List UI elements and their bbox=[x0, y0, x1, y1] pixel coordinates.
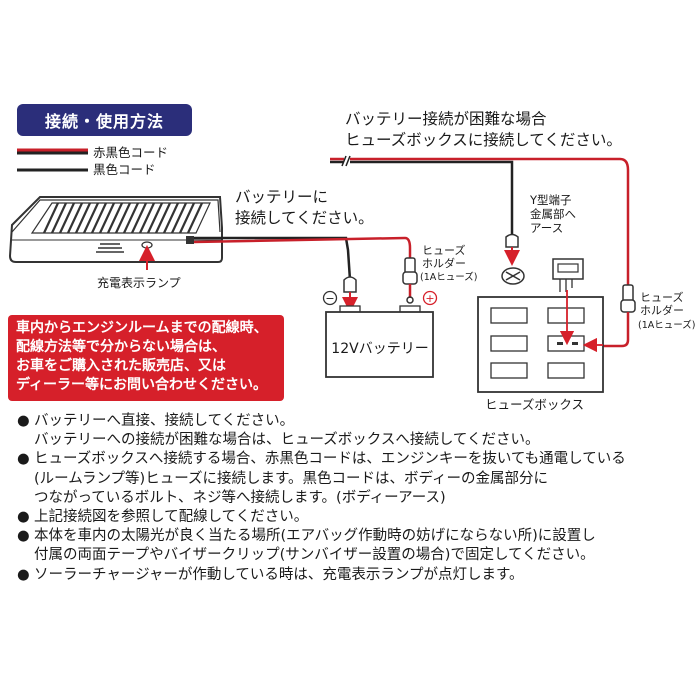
y-terminal-icon bbox=[504, 233, 520, 266]
wiring-notice: 車内からエンジンルームまでの配線時、 配線方法等で分からない場合は、 お車をご購… bbox=[8, 315, 284, 401]
section-title: 接続・使用方法 bbox=[17, 104, 192, 136]
plus-icon bbox=[422, 290, 438, 306]
instruction-text: バッテリーへの接続が困難な場合は、ヒューズボックスへ接続してください。 bbox=[34, 432, 540, 449]
instruction-text: ヒューズボックスへ接続する場合、赤黒色コードは、エンジンキーを抜いても通電してい… bbox=[34, 451, 626, 468]
bullet-icon: ● bbox=[17, 451, 30, 468]
minus-icon bbox=[322, 290, 338, 306]
bullet-icon: ● bbox=[17, 509, 30, 526]
notice-line: ディーラー等にお問い合わせください。 bbox=[16, 377, 268, 393]
instructions-list: ● バッテリーへ直接、接続してください。 バッテリーへの接続が困難な場合は、ヒュ… bbox=[17, 412, 693, 585]
notice-line: 配線方法等で分からない場合は、 bbox=[16, 339, 226, 355]
fuse-holder-right-label-1: ヒューズ bbox=[640, 290, 683, 304]
ground-bolt-icon bbox=[501, 267, 525, 285]
instruction-text: 付属の両面テープやバイザークリップ(サンバイザー設置の場合)で固定してください。 bbox=[34, 547, 595, 564]
legend-black-label: 黒色コード bbox=[93, 162, 156, 177]
instruction-item: ● 上記接続図を参照して配線してください。 bbox=[17, 508, 693, 527]
fuse-holder-left-label-1: ヒューズ bbox=[422, 243, 465, 257]
legend: 赤黒色コード 黒色コード bbox=[17, 145, 168, 177]
instruction-item: ● ヒューズボックスへ接続する場合、赤黒色コードは、エンジンキーを抜いても通電し… bbox=[17, 450, 693, 469]
indicator-lamp-label: 充電表示ランプ bbox=[97, 275, 181, 290]
instruction-text: (ルームランプ等)ヒューズに接続します。黒色コードは、ボディーの金属部分に bbox=[34, 470, 549, 487]
legend-red-black-label: 赤黒色コード bbox=[93, 145, 168, 160]
cords-to-fuse-box bbox=[330, 155, 630, 300]
battery-label: 12Vバッテリー bbox=[331, 341, 428, 357]
instruction-text: ソーラーチャージャーが作動している時は、充電表示ランプが点灯します。 bbox=[34, 566, 524, 583]
notice-line: 車内からエンジンルームまでの配線時、 bbox=[16, 320, 268, 336]
instruction-item: ● 本体を車内の太陽光が良く当たる場所(エアバッグ作動時の妨げにならない所)に設… bbox=[17, 527, 693, 546]
battery-note-line2: 接続してください。 bbox=[235, 209, 374, 227]
negative-clamp-icon bbox=[342, 276, 358, 313]
instruction-text: つながっているボルト、ネジ等へ接続します。(ボディーアース) bbox=[34, 489, 446, 506]
y-terminal-label-3: アース bbox=[530, 221, 563, 235]
fuse-holder-right-label-2: ホルダー bbox=[640, 303, 684, 317]
fuse-box-icon bbox=[477, 258, 604, 393]
wiring-diagram: 赤黒色コード 黒色コード 充電表示ランプ bbox=[8, 110, 695, 410]
left-fuse-holder-icon bbox=[402, 257, 418, 304]
fuse-box-note-line2: ヒューズボックスに接続してください。 bbox=[345, 131, 622, 149]
battery-note-line1: バッテリーに bbox=[235, 188, 328, 206]
fuse-box-label: ヒューズボックス bbox=[485, 397, 584, 410]
fuse-holder-left-label-2: ホルダー bbox=[422, 256, 466, 270]
bullet-icon: ● bbox=[17, 566, 30, 583]
battery-icon bbox=[325, 305, 434, 378]
right-fuse-holder-icon bbox=[590, 284, 636, 348]
instruction-text: 上記接続図を参照して配線してください。 bbox=[34, 509, 309, 526]
instruction-text: バッテリーへ直接、接続してください。 bbox=[34, 413, 295, 429]
fuse-box-note-line1: バッテリー接続が困難な場合 bbox=[345, 110, 547, 128]
plus-sign: + bbox=[425, 292, 434, 305]
y-terminal-label-1: Y型端子 bbox=[529, 193, 572, 207]
notice-line: お車をご購入された販売店、又は bbox=[16, 358, 226, 374]
minus-sign: − bbox=[325, 292, 334, 305]
fuse-holder-left-label-3: (1Aヒューズ) bbox=[420, 271, 477, 283]
fuse-holder-right-label-3: (1Aヒューズ) bbox=[638, 319, 695, 331]
instruction-text: 本体を車内の太陽光が良く当たる場所(エアバッグ作動時の妨げにならない所)に設置し bbox=[34, 528, 596, 545]
instruction-item: ● バッテリーへ直接、接続してください。 bbox=[17, 412, 693, 431]
solar-panel bbox=[8, 196, 223, 263]
y-terminal-label-2: 金属部へ bbox=[530, 207, 576, 221]
instruction-item: ● ソーラーチャージャーが作動している時は、充電表示ランプが点灯します。 bbox=[17, 566, 693, 585]
bullet-icon: ● bbox=[17, 528, 30, 545]
cords-to-battery bbox=[193, 236, 412, 281]
bullet-icon: ● bbox=[17, 413, 30, 429]
